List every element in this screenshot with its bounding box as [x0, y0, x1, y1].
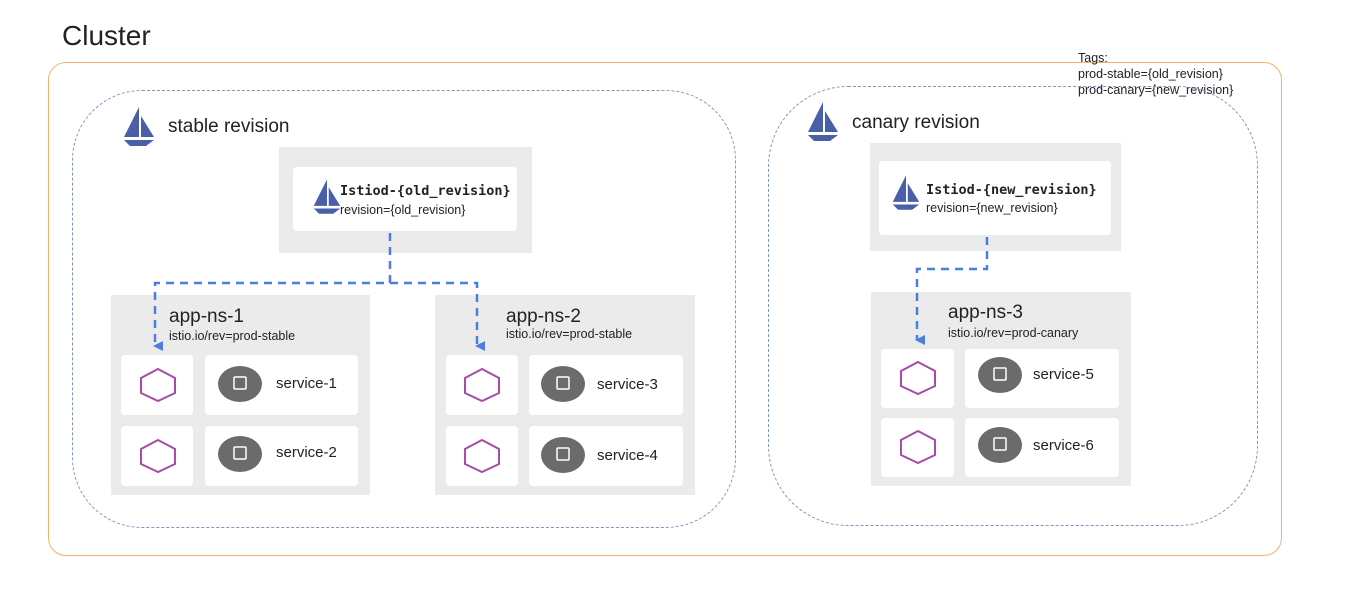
- service-name: service-1: [276, 375, 337, 392]
- service-name: service-2: [276, 444, 337, 461]
- istio-sail-icon: [892, 175, 920, 210]
- tag-prod-stable: prod-stable={old_revision}: [1078, 67, 1223, 81]
- istiod-old-revision: revision={old_revision}: [340, 203, 466, 217]
- namespace-name: app-ns-3: [948, 302, 1023, 323]
- hexagon-icon: [900, 360, 936, 396]
- canary-revision-title: canary revision: [852, 112, 980, 133]
- sidecar-card: [446, 355, 518, 415]
- chip-icon: [218, 436, 262, 472]
- chip-icon: [978, 427, 1022, 463]
- namespace-label: istio.io/rev=prod-canary: [948, 326, 1079, 340]
- chip-icon: [541, 366, 585, 402]
- sidecar-card: [121, 426, 193, 486]
- namespace-name: app-ns-1: [169, 306, 244, 327]
- stable-revision-title: stable revision: [168, 116, 290, 137]
- sidecar-card: [881, 349, 954, 408]
- istiod-new-name: Istiod-{new_revision}: [926, 182, 1097, 198]
- namespace-label: istio.io/rev=prod-stable: [169, 329, 296, 343]
- service-name: service-4: [597, 447, 658, 464]
- istiod-new-card: [879, 161, 1111, 235]
- hexagon-icon: [140, 438, 176, 474]
- hexagon-icon: [464, 367, 500, 403]
- cluster-title: Cluster: [62, 20, 151, 51]
- service-name: service-6: [1033, 437, 1094, 454]
- istio-sail-icon: [124, 107, 154, 146]
- hexagon-icon: [464, 438, 500, 474]
- namespace-name: app-ns-2: [506, 306, 581, 327]
- istio-sail-icon: [313, 179, 341, 214]
- service-name: service-3: [597, 376, 658, 393]
- chip-icon: [978, 357, 1022, 393]
- namespace-label: istio.io/rev=prod-stable: [506, 327, 633, 341]
- canary-revision-container: [768, 86, 1258, 526]
- cluster-container: [48, 62, 1282, 556]
- chip-icon: [541, 437, 585, 473]
- service-name: service-5: [1033, 366, 1094, 383]
- hexagon-icon: [140, 367, 176, 403]
- hexagon-icon: [900, 429, 936, 465]
- sidecar-card: [121, 355, 193, 415]
- sidecar-card: [881, 418, 954, 477]
- sidecar-card: [446, 426, 518, 486]
- istiod-new-revision: revision={new_revision}: [926, 201, 1058, 215]
- stable-revision-container: [72, 90, 736, 528]
- chip-icon: [218, 366, 262, 402]
- tags-heading: Tags:: [1078, 51, 1108, 65]
- istio-sail-icon: [808, 102, 838, 141]
- istiod-old-name: Istiod-{old_revision}: [340, 183, 511, 199]
